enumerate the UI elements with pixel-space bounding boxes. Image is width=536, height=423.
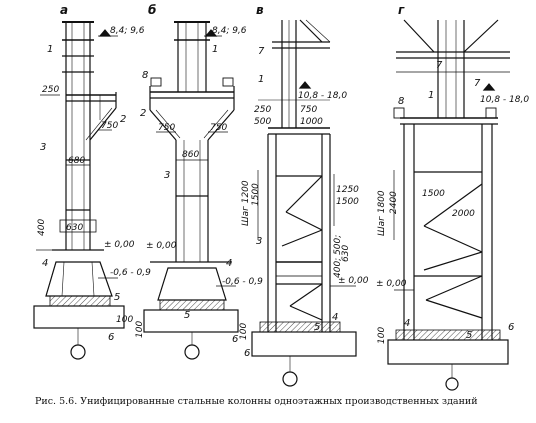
panel-g-num-4: 4: [404, 318, 410, 329]
panel-b-num-8: 8: [142, 70, 148, 81]
panel-v-labels: в 7 1 10,8 - 18,0 250 750 500 1000 Шаг 1…: [239, 3, 369, 359]
panel-v-dim-400: 400; 500;: [333, 235, 343, 278]
panel-a-num-3: 3: [40, 142, 46, 153]
panel-v-num-4: 4: [332, 312, 338, 323]
panel-v-dim-1000: 1000: [300, 117, 323, 127]
panel-v-num-5: 5: [314, 322, 320, 333]
panel-g-dim-2000: 2000: [452, 209, 475, 219]
panel-v-dim-1500a: 1500: [251, 183, 261, 206]
panel-a-num-2: 2: [120, 114, 126, 125]
panel-g-letter: г: [398, 3, 405, 17]
panel-g-num-5: 5: [466, 330, 472, 341]
panel-a-dim-250: 250: [42, 85, 59, 95]
panel-g: [387, 19, 510, 391]
panel-g-num-6: 6: [508, 322, 514, 333]
panel-v-num-3: 3: [256, 236, 262, 247]
panel-a-dim-750: 750: [101, 121, 118, 131]
panel-v-elev-zero: ± 0,00: [338, 276, 369, 286]
panel-g-dim-1500: 1500: [422, 189, 445, 199]
panel-b-num-1: 1: [212, 44, 218, 55]
panel-a-elev-base: -0,6 - 0,9: [110, 268, 151, 278]
panel-g-num-8: 8: [398, 96, 404, 107]
panel-a-dim-630: 630: [66, 223, 83, 233]
panel-a-num-6: 6: [108, 332, 114, 343]
panel-v-dim-100: 100: [239, 323, 249, 340]
panel-v-dim-1250: 1250: [336, 185, 359, 195]
panel-g-dim-2400: 2400: [389, 191, 399, 214]
panel-a-elev-zero: ± 0,00: [104, 240, 135, 250]
panel-a-num-5: 5: [114, 292, 120, 303]
panel-b-elev-zero: ± 0,00: [146, 241, 177, 251]
panel-g-num-7a: 7: [436, 60, 443, 71]
panel-v-step: Шаг 1200: [241, 180, 251, 226]
panel-g-labels: г 7 7 1 10,8 - 18,0 8 Шаг 1800 2400 1500…: [376, 3, 529, 344]
panel-b-dim-750b: 750: [210, 123, 227, 133]
panel-a-num-1: 1: [47, 44, 53, 55]
panel-v-letter: в: [256, 3, 264, 17]
panel-a-dim-680: 680: [68, 156, 85, 166]
caption-text: Унифицированные стальные колонны одноэта…: [80, 396, 478, 407]
panel-b-dim-100: 100: [135, 321, 145, 338]
panel-v-dim-250: 250: [254, 105, 271, 115]
panel-a-letter: а: [60, 3, 68, 17]
panel-b-num-6: 6: [232, 334, 238, 345]
panel-g-num-1: 1: [428, 90, 434, 101]
panel-a-num-4: 4: [42, 258, 48, 269]
panel-b-letter: б: [148, 3, 156, 17]
panel-v-num-6: 6: [244, 348, 250, 359]
figure-caption: Рис. 5.6. Унифицированные стальные колон…: [35, 396, 515, 407]
panel-v-dim-630: 630: [341, 245, 351, 262]
panel-b-dim-750a: 750: [158, 123, 175, 133]
panel-v-elev-top: 10,8 - 18,0: [298, 91, 347, 101]
panel-v-num-7: 7: [258, 46, 265, 57]
panel-b-elev-top: 8,4; 9,6: [212, 26, 247, 36]
panel-a-labels: а 8,4; 9,6 1 250 2 750 3 680 400 630 ± 0…: [37, 3, 151, 343]
panel-b-num-3: 3: [164, 170, 170, 181]
caption-prefix: Рис. 5.6.: [35, 396, 78, 407]
panel-b-num-5: 5: [184, 310, 190, 321]
panel-g-step: Шаг 1800: [377, 190, 387, 236]
panel-b-dim-860: 860: [182, 150, 199, 160]
panel-a: [33, 21, 125, 360]
panel-v-dim-500: 500: [254, 117, 271, 127]
panel-v-num-1: 1: [258, 74, 264, 85]
panel-v: [251, 19, 357, 387]
panel-b-num-2: 2: [140, 108, 146, 119]
panel-g-dim-100: 100: [377, 327, 387, 344]
panel-g-elev-top: 10,8 - 18,0: [480, 95, 529, 105]
panel-b-elev-base: -0,6 - 0,9: [222, 277, 263, 287]
panel-a-dim-100: 100: [116, 315, 133, 325]
panel-b: [143, 21, 239, 360]
panel-g-elev-zero: ± 0,00: [376, 279, 407, 289]
panel-v-dim-750: 750: [300, 105, 317, 115]
panel-a-dim-400: 400: [37, 219, 47, 236]
panel-b-labels: б 8,4; 9,6 1 8 2 750 750 860 3 ± 0,00 4 …: [135, 3, 263, 345]
panel-v-dim-1500b: 1500: [336, 197, 359, 207]
panel-g-num-7b: 7: [474, 78, 481, 89]
panel-b-num-4: 4: [226, 258, 232, 269]
panel-a-elev-top: 8,4; 9,6: [110, 26, 145, 36]
